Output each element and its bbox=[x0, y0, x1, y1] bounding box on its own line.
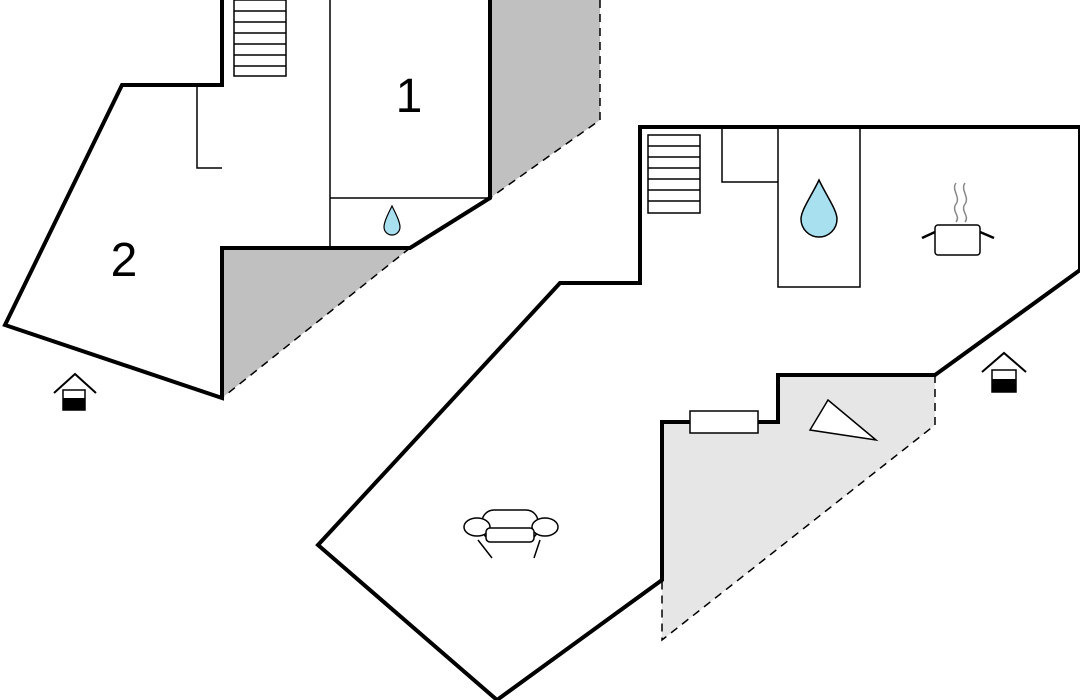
terrace-edge bbox=[221, 247, 411, 399]
terrace-lower bbox=[662, 375, 935, 640]
terrace-edge bbox=[661, 375, 936, 642]
stairs-icon bbox=[647, 134, 701, 214]
room-label-1: 1 bbox=[396, 70, 423, 123]
water-drop-icon bbox=[800, 178, 838, 238]
partition bbox=[196, 85, 222, 169]
table-icon bbox=[689, 410, 759, 434]
lower-unit-wall bbox=[315, 125, 1080, 700]
terrace-edge bbox=[489, 0, 601, 199]
sofa-icon bbox=[463, 509, 559, 559]
stairs-icon bbox=[233, 0, 287, 77]
partition bbox=[721, 127, 778, 183]
room-label-2: 2 bbox=[111, 234, 138, 287]
upper-unit-wall bbox=[2, 0, 492, 401]
terrace-upper-lower bbox=[222, 248, 410, 398]
bathroom bbox=[777, 126, 861, 288]
entrance-house-icon bbox=[981, 351, 1027, 393]
water-drop-icon bbox=[383, 204, 401, 236]
terrace-upper-right bbox=[490, 0, 600, 198]
entrance-house-icon bbox=[53, 372, 97, 411]
cooking-pot-icon bbox=[921, 182, 995, 256]
triangle-furniture-icon bbox=[808, 398, 879, 442]
